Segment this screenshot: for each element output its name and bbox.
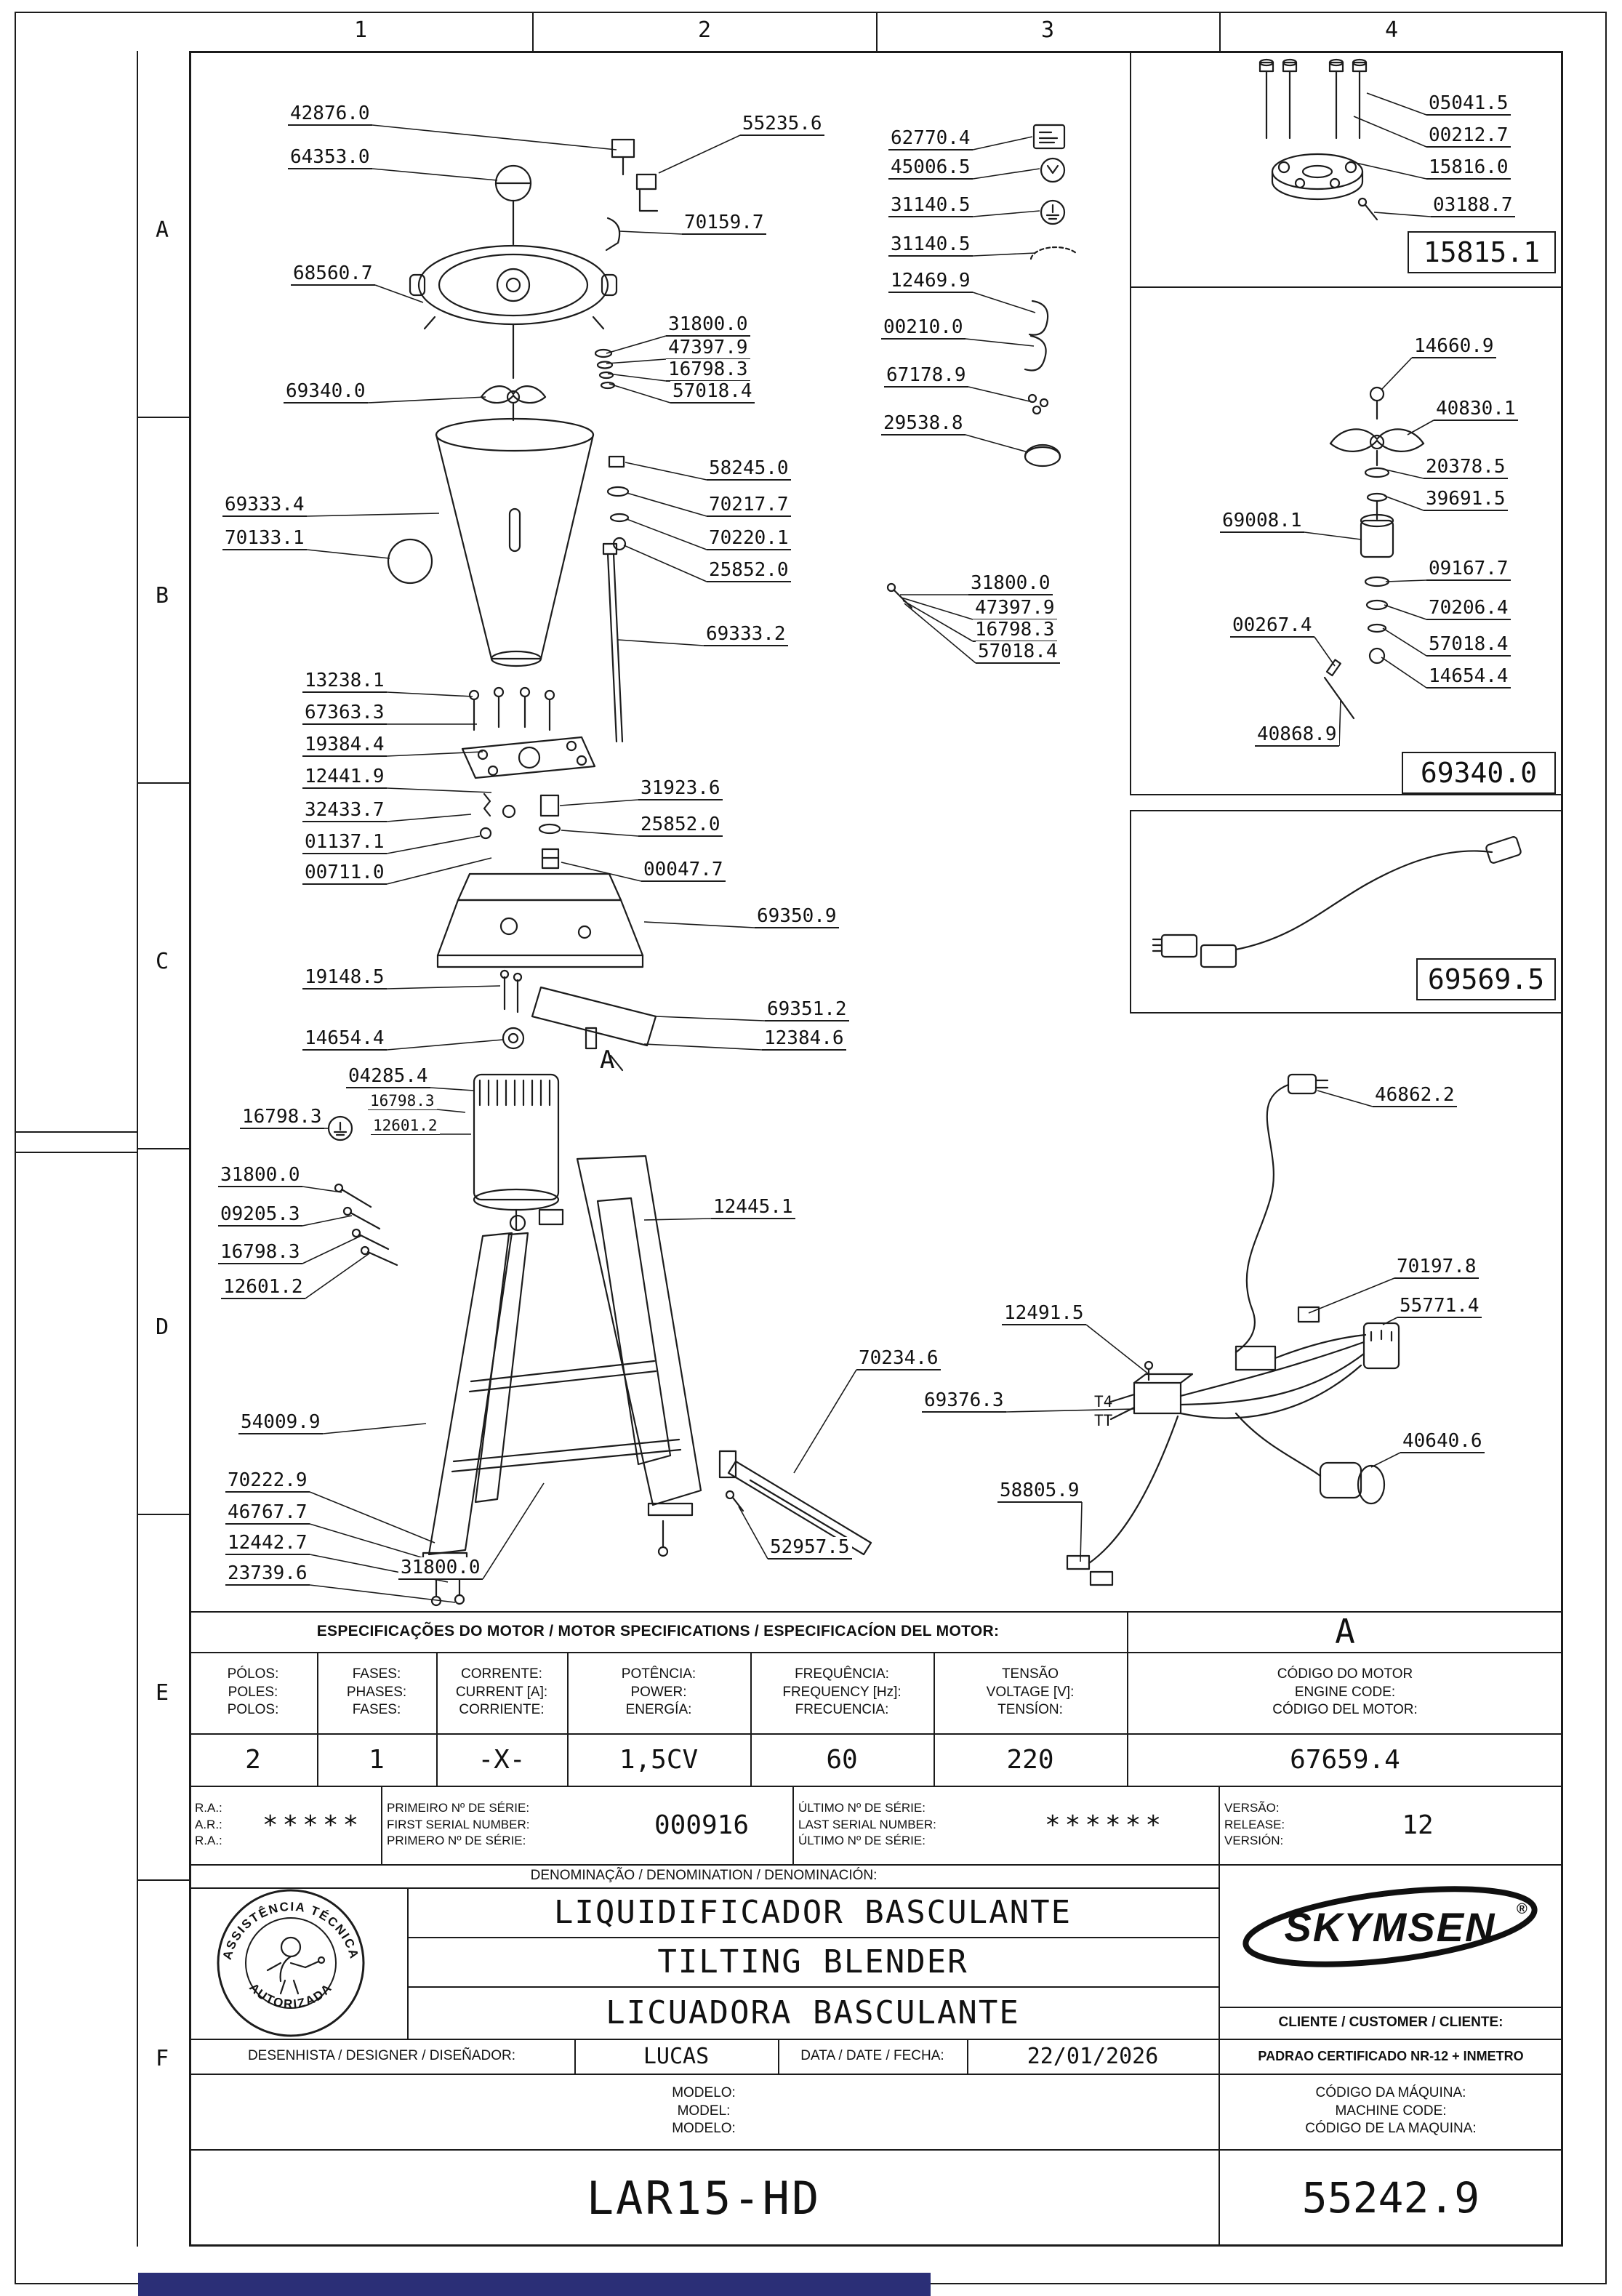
designer-label: DESENHISTA / DESIGNER / DISEÑADOR: (247, 2047, 516, 2063)
motor-spec-header: ESPECIFICAÇÕES DO MOTOR / MOTOR SPECIFIC… (316, 1623, 1000, 1639)
subassembly-box (1130, 810, 1563, 1013)
subassembly-label: 15815.1 (1408, 231, 1556, 273)
machine-code-label: CÓDIGO DA MÁQUINA: MACHINE CODE: CÓDIGO … (1305, 2084, 1477, 2137)
certification-label: PADRAO CERTIFICADO NR-12 + INMETRO (1258, 2048, 1524, 2063)
divider (934, 1652, 935, 1786)
divider (317, 1652, 318, 1786)
divider (137, 1514, 189, 1515)
ra-label: R.A.: A.R.: R.A.: (195, 1800, 222, 1848)
divider (407, 1937, 1218, 1938)
divider (1127, 1611, 1128, 1786)
version-label: VERSÃO: RELEASE: VERSIÓN: (1224, 1800, 1285, 1848)
divider (567, 1652, 569, 1786)
spec-value-current: -X- (478, 1744, 526, 1775)
row-label: B (155, 583, 169, 609)
fold-mark (15, 1152, 137, 1153)
subassembly-label: 69569.5 (1416, 958, 1556, 1000)
divider (189, 1733, 1563, 1735)
row-label: E (155, 1680, 169, 1706)
drawing-frame (189, 51, 1563, 2247)
divider (778, 2039, 779, 2074)
ra-value: ***** (262, 1810, 364, 1840)
spec-value-poles: 2 (245, 1744, 261, 1775)
spec-revision: A (1335, 1612, 1355, 1651)
divider (532, 12, 534, 51)
divider (189, 2149, 1563, 2151)
column-label: 4 (1384, 17, 1399, 43)
spec-col-label: POTÊNCIA: POWER: ENERGÍA: (621, 1666, 696, 1718)
machine-code-value: 55242.9 (1301, 2173, 1480, 2223)
divider (189, 1864, 1563, 1866)
column-label: 2 (697, 17, 712, 43)
row-label: A (155, 217, 169, 243)
divider (189, 1652, 1563, 1653)
denomination-pt: LIQUIDIFICADOR BASCULANTE (553, 1893, 1072, 1931)
divider (436, 1652, 438, 1786)
divider (750, 1652, 752, 1786)
divider (1218, 1786, 1220, 2247)
divider (137, 1879, 189, 1881)
spec-col-label: CORRENTE: CURRENT [A]: CORRIENTE: (455, 1666, 548, 1718)
divider (381, 1786, 382, 1864)
column-label: 1 (353, 17, 368, 43)
denomination-en: TILTING BLENDER (657, 1943, 968, 1980)
version-value: 12 (1402, 1810, 1434, 1840)
row-label: C (155, 949, 169, 974)
divider (1218, 2007, 1563, 2008)
divider (792, 1786, 794, 1864)
spec-value-phases: 1 (369, 1744, 385, 1775)
divider (876, 12, 878, 51)
divider (137, 417, 189, 418)
spec-col-label: FASES: PHASES: FASES: (346, 1666, 407, 1718)
row-label: F (155, 2046, 169, 2071)
divider (137, 1148, 189, 1149)
spec-col-label: TENSÃO VOLTAGE [V]: TENSÍON: (986, 1666, 1075, 1718)
divider (1219, 12, 1221, 51)
date-value: 22/01/2026 (1027, 2043, 1159, 2069)
denomination-es: LICUADORA BASCULANTE (606, 1994, 1020, 2031)
client-label: CLIENTE / CUSTOMER / CLIENTE: (1278, 2014, 1503, 2030)
divider (407, 1986, 1218, 1988)
divider (574, 2039, 576, 2074)
divider (1130, 794, 1563, 795)
spec-col-label: CÓDIGO DO MOTOR ENGINE CODE: CÓDIGO DEL … (1272, 1666, 1418, 1718)
fold-mark (15, 1131, 137, 1133)
spec-value-power: 1,5CV (619, 1744, 699, 1775)
first-serial-label: PRIMEIRO Nº DE SÉRIE: FIRST SERIAL NUMBE… (387, 1800, 530, 1848)
first-serial-value: 000916 (654, 1810, 750, 1840)
date-label: DATA / DATE / FECHA: (800, 2047, 944, 2063)
designer-value: LUCAS (643, 2043, 710, 2069)
footer-bar (138, 2273, 931, 2296)
divider (137, 782, 189, 784)
divider (1130, 51, 1131, 794)
divider (189, 1887, 1218, 1889)
spec-col-label: PÓLOS: POLES: POLOS: (227, 1666, 279, 1718)
spec-value-engine-code: 67659.4 (1290, 1744, 1400, 1775)
divider (189, 1611, 1563, 1613)
model-label: MODELO: MODEL: MODELO: (672, 2084, 736, 2137)
row-label: D (155, 1314, 169, 1340)
last-serial-value: ****** (1044, 1810, 1166, 1840)
spec-value-voltage: 220 (1006, 1744, 1054, 1775)
divider (967, 2039, 968, 2074)
divider (189, 1786, 1563, 1787)
divider (189, 2039, 1563, 2040)
divider (189, 2074, 1563, 2075)
divider (407, 1887, 409, 2039)
subassembly-label: 69340.0 (1402, 752, 1556, 794)
last-serial-label: ÚLTIMO Nº DE SÉRIE: LAST SERIAL NUMBER: … (798, 1800, 936, 1848)
spec-col-label: FREQUÊNCIA: FREQUENCY [Hz]: FRECUENCIA: (782, 1666, 902, 1718)
divider (1130, 286, 1563, 288)
denomination-header: DENOMINAÇÃO / DENOMINATION / DENOMINACIÓ… (530, 1867, 878, 1883)
model-value: LAR15-HD (586, 2171, 822, 2225)
column-label: 3 (1040, 17, 1055, 43)
spec-value-frequency: 60 (826, 1744, 858, 1775)
